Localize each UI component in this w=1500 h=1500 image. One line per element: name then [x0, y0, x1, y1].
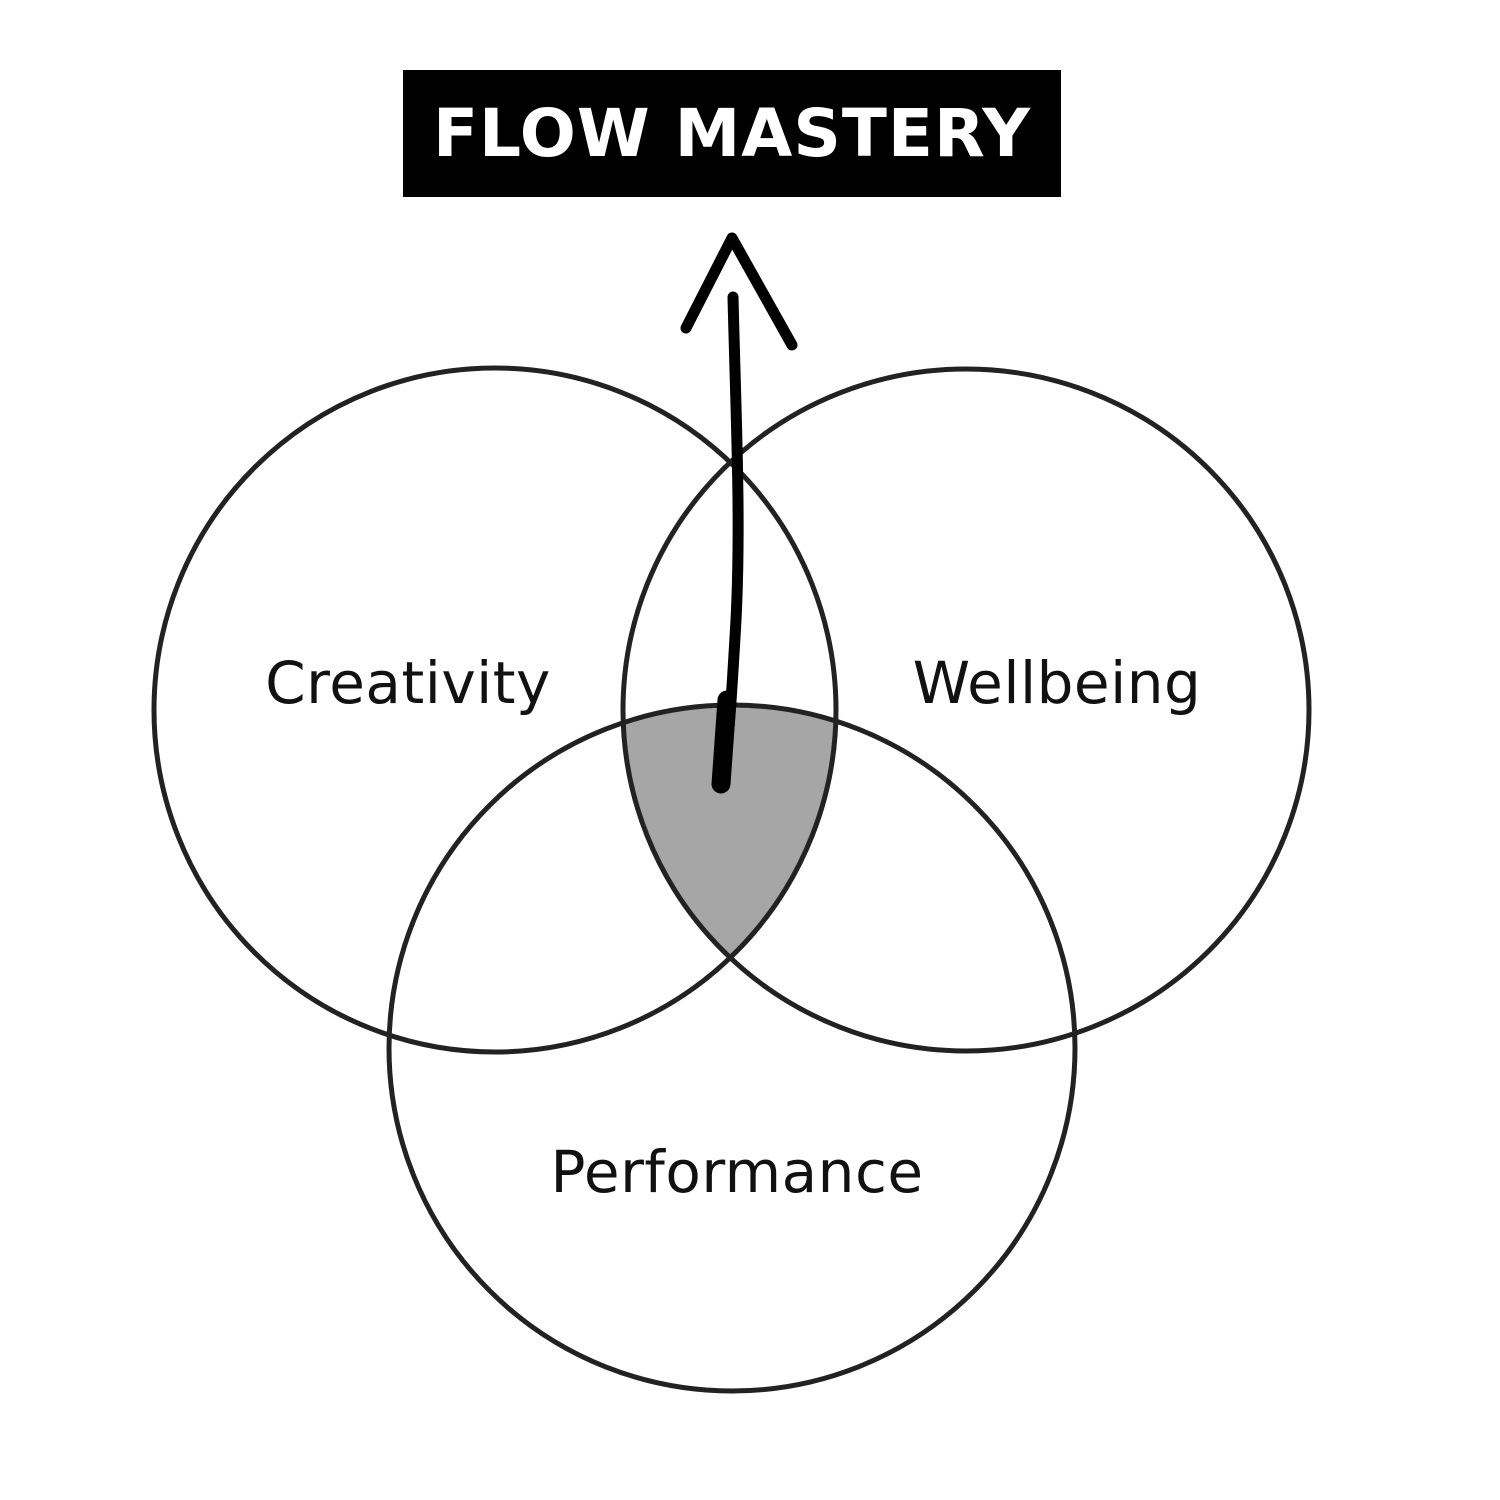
- intersection-group: [623, 705, 836, 1051]
- arrow-tip-shaft: [711, 690, 737, 794]
- wellbeing-label: Wellbeing: [912, 649, 1202, 717]
- wellbeing-circle: [620, 366, 1312, 1054]
- creativity-circle: [151, 365, 839, 1055]
- creativity-label: Creativity: [265, 649, 551, 717]
- performance-label: Performance: [550, 1138, 924, 1206]
- diagram-title: FLOW MASTERY: [432, 95, 1032, 172]
- title-banner: FLOW MASTERY: [403, 70, 1061, 197]
- triple-intersection-fill: [623, 705, 836, 1051]
- arrow-head: [680, 232, 798, 351]
